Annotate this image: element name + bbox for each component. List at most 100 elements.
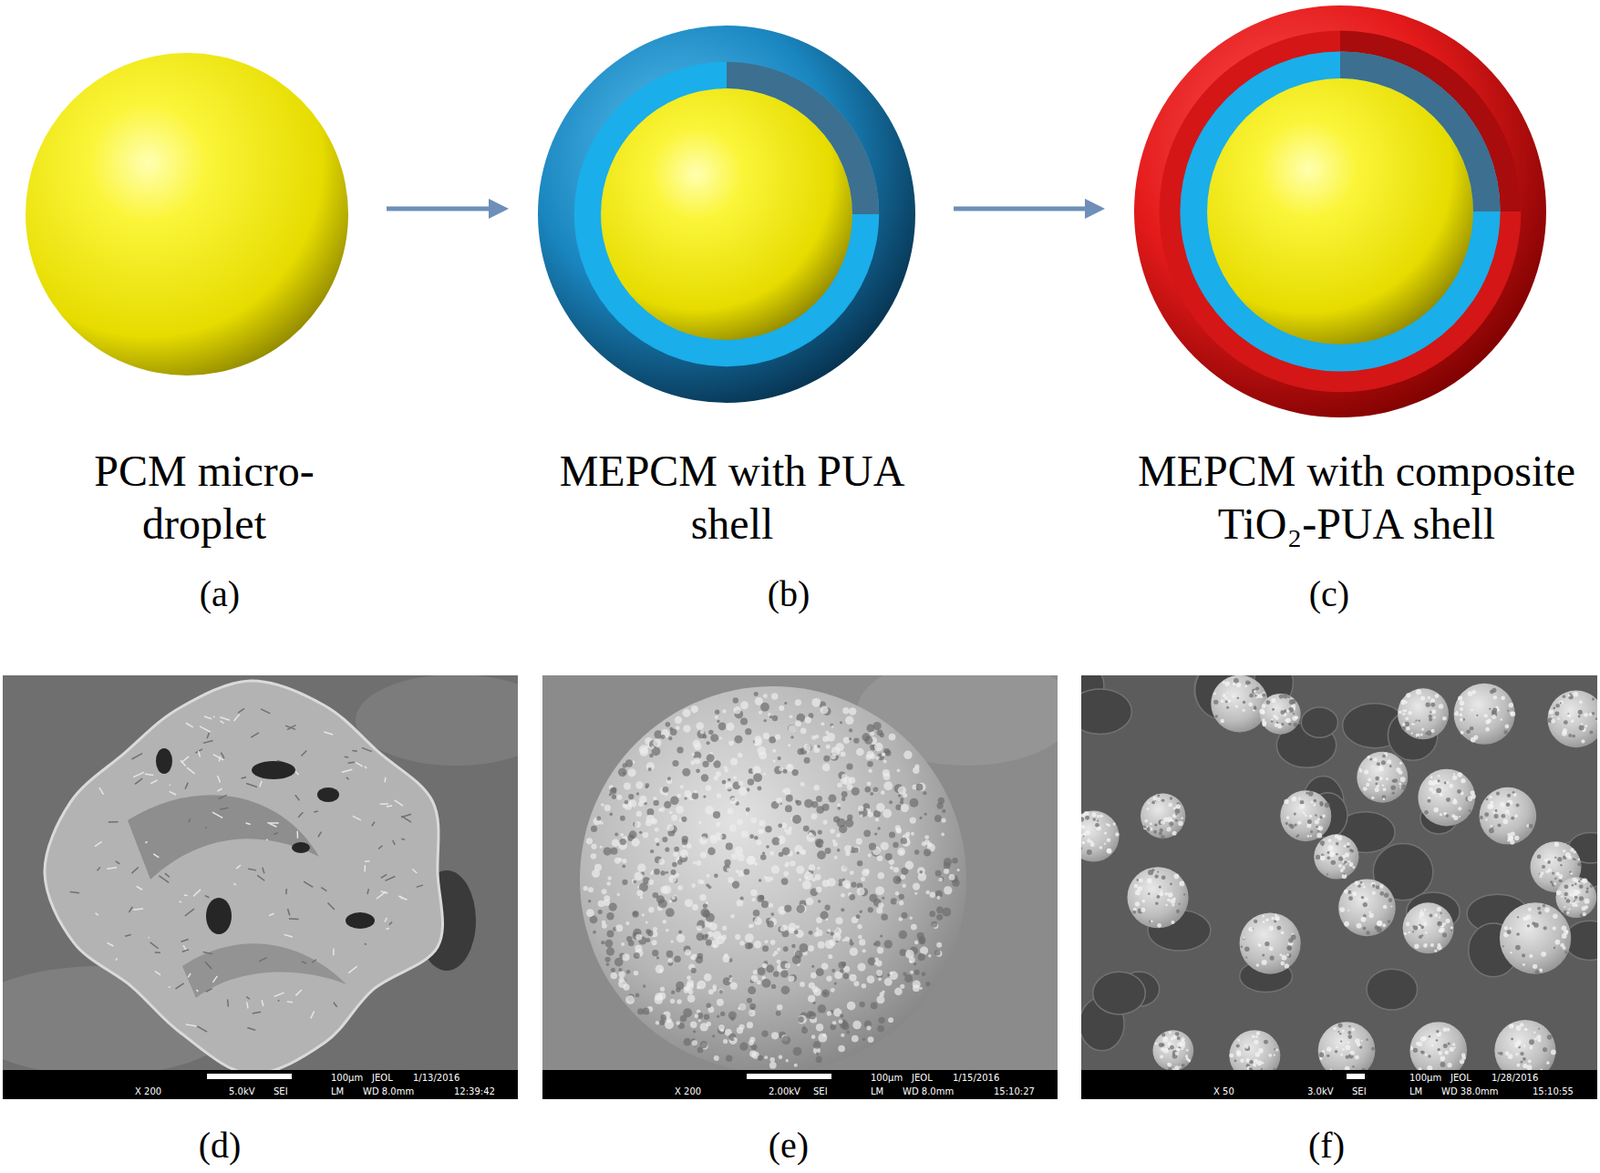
sem-detail (675, 981, 684, 991)
sem-detail (106, 942, 114, 947)
sem-detail (719, 736, 723, 740)
sem-detail (154, 951, 161, 954)
sem-detail (705, 784, 712, 791)
sem-detail (1290, 934, 1297, 940)
sem-detail (800, 728, 807, 735)
sem-detail (857, 935, 863, 940)
sem-detail (1403, 902, 1455, 954)
sem-detail (745, 807, 751, 813)
sem-detail (645, 920, 649, 924)
sem-detail (1493, 695, 1498, 701)
sem-detail (1081, 675, 1598, 1071)
sem-detail (1245, 681, 1250, 686)
sem-detail (898, 850, 904, 856)
sem-detail (922, 791, 927, 795)
sem-detail (1390, 785, 1396, 792)
sem-detail (1559, 701, 1562, 704)
sem-detail (1147, 892, 1151, 896)
sem-detail (800, 782, 806, 787)
sem-detail (1253, 705, 1257, 709)
sem-detail (830, 988, 836, 993)
sem-detail (722, 865, 731, 873)
sem-detail (1329, 851, 1335, 857)
sem-detail (887, 1017, 894, 1023)
sem-detail (1453, 773, 1456, 775)
sem-detail (700, 880, 704, 885)
sem-detail (650, 849, 654, 854)
sem-detail (904, 861, 914, 871)
sem-detail (592, 930, 597, 935)
sem-detail (876, 995, 885, 1004)
sem-detail (936, 942, 942, 949)
sem-detail (898, 900, 904, 906)
sem-detail (1318, 825, 1323, 831)
sem-detail (783, 769, 788, 775)
sem-detail (825, 976, 832, 982)
sem-detail (367, 888, 369, 895)
sem-detail (1219, 719, 1225, 724)
sem-detail (1096, 815, 1100, 818)
sem-detail (753, 862, 758, 867)
sem-detail (341, 769, 352, 773)
sem-detail (918, 872, 928, 882)
sem-detail (714, 709, 720, 714)
sem-detail (598, 909, 603, 915)
sem-detail (856, 675, 1058, 766)
sem-detail (625, 995, 635, 1005)
sem-detail (1545, 870, 1549, 875)
sem-detail (778, 766, 784, 772)
sem-detail (769, 1057, 775, 1063)
sem-detail (1580, 739, 1585, 744)
sem-detail (1165, 904, 1168, 908)
sem-detail (1470, 794, 1476, 799)
sem-detail (877, 947, 884, 954)
sem-detail (1092, 817, 1095, 821)
sem-detail (670, 990, 675, 994)
sem-detail (614, 833, 619, 837)
sem-detail (1371, 765, 1373, 768)
sem-detail (1568, 694, 1571, 698)
sem-detail (695, 956, 703, 964)
sem-detail (1327, 838, 1332, 843)
sem-detail (1261, 960, 1268, 966)
sem-detail (1548, 691, 1598, 749)
sem-detail (664, 847, 670, 853)
sem-detail (1522, 963, 1526, 967)
sem-detail (219, 721, 224, 724)
sem-detail (1419, 911, 1425, 917)
sem-detail (213, 716, 215, 718)
sem-detail (1307, 819, 1312, 825)
sem-detail (1389, 764, 1393, 768)
sem-detail (1081, 811, 1120, 863)
sem-detail (1281, 955, 1288, 961)
sem-detail (1398, 782, 1402, 785)
sem-detail (815, 1023, 825, 1033)
sem-detail (796, 905, 806, 914)
sem-detail (1248, 701, 1253, 707)
sem-detail (758, 878, 762, 882)
sem-detail (1106, 848, 1113, 855)
sem-detail (703, 973, 713, 982)
sem-detail (219, 717, 230, 722)
sem-detail (1510, 816, 1515, 821)
sem-detail (1248, 927, 1253, 932)
sem-detail (924, 813, 928, 816)
sem-detail (783, 946, 789, 952)
sem-detail (877, 872, 885, 880)
sem-detail (1579, 877, 1582, 880)
sem-detail (1568, 733, 1572, 738)
sem-detail (323, 732, 333, 735)
sem-detail (1335, 842, 1340, 847)
sem-detail (1331, 853, 1333, 856)
sem-detail (1563, 720, 1569, 725)
sem-detail (1459, 712, 1464, 717)
sem-detail (1532, 964, 1538, 970)
sem-detail (873, 942, 878, 947)
sem-detail (889, 866, 894, 870)
sem-detail (790, 735, 794, 739)
sem-detail (892, 876, 901, 885)
sem-detail (936, 896, 940, 900)
sem-detail (236, 865, 241, 869)
sem-detail (1081, 816, 1084, 822)
sem-detail (1277, 926, 1282, 931)
